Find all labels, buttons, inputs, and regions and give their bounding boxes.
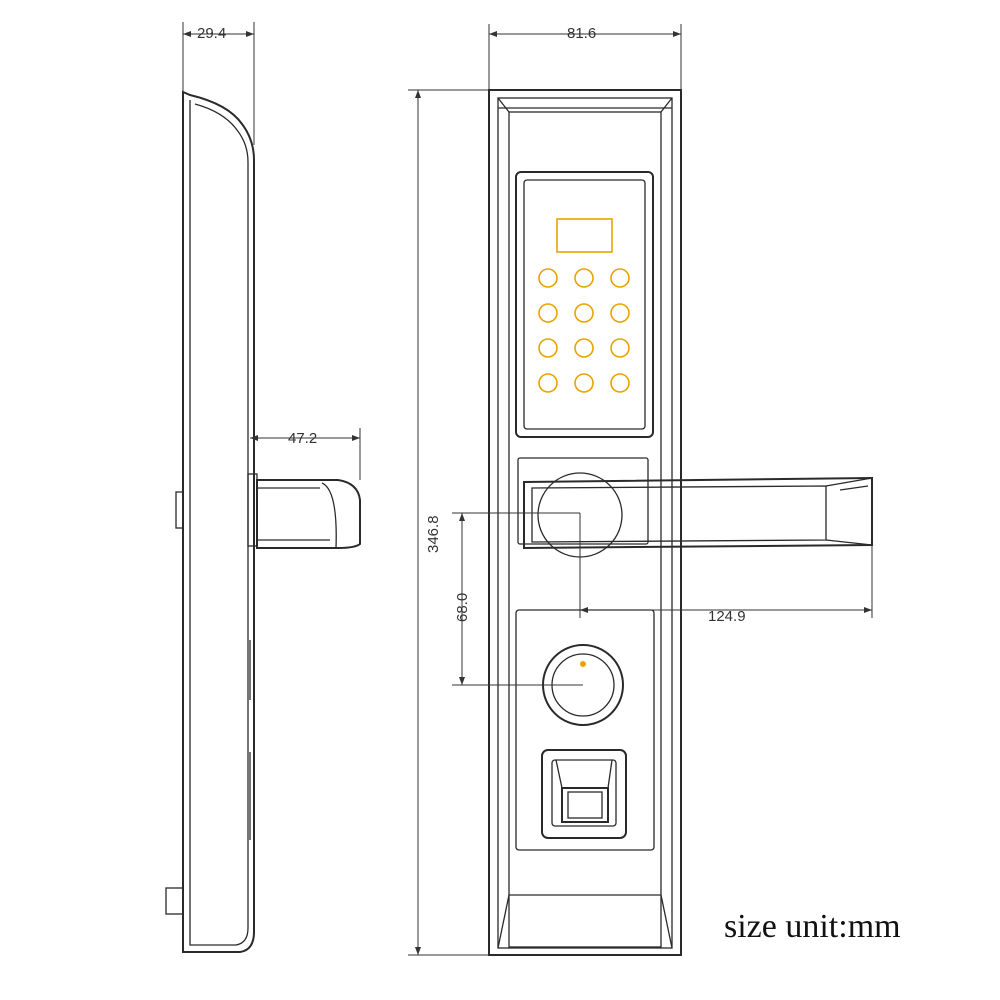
keypad-button: [538, 303, 558, 323]
keypad-panel: [515, 171, 654, 438]
keypad-button: [574, 268, 594, 288]
handle-side-profile: [247, 473, 361, 549]
keyhole-dot: [580, 661, 586, 667]
front-width-label: 81.6: [567, 25, 596, 42]
dimension-handle-projection: 47.2: [250, 428, 361, 480]
fingerprint-sensor: [541, 749, 627, 839]
keypad-button: [538, 268, 558, 288]
side-depth-label: 29.4: [197, 25, 226, 42]
handle-length-label: 124.9: [708, 608, 746, 625]
dimension-handle-to-keyhole: 68.0: [452, 512, 583, 686]
keypad-button: [538, 338, 558, 358]
display-screen: [556, 218, 613, 253]
handle-to-keyhole-label: 68.0: [454, 593, 471, 622]
dimension-side-depth: 29.4: [182, 22, 255, 145]
unit-note: size unit:mm: [724, 908, 901, 945]
keypad-button: [610, 268, 630, 288]
dimension-handle-length: 124.9: [579, 513, 873, 625]
dimension-total-height: 346.8: [408, 89, 489, 956]
front-view: [488, 89, 873, 956]
keypad-button: [610, 338, 630, 358]
handle-projection-label: 47.2: [288, 430, 317, 447]
keypad-button: [538, 373, 558, 393]
keypad-button: [610, 373, 630, 393]
keypad-button: [574, 303, 594, 323]
total-height-label: 346.8: [425, 515, 442, 553]
keypad-button: [610, 303, 630, 323]
side-view: [165, 90, 361, 953]
keypad-buttons: [538, 268, 630, 393]
dimension-front-width: 81.6: [488, 24, 682, 90]
keypad-button: [574, 373, 594, 393]
keypad-button: [574, 338, 594, 358]
